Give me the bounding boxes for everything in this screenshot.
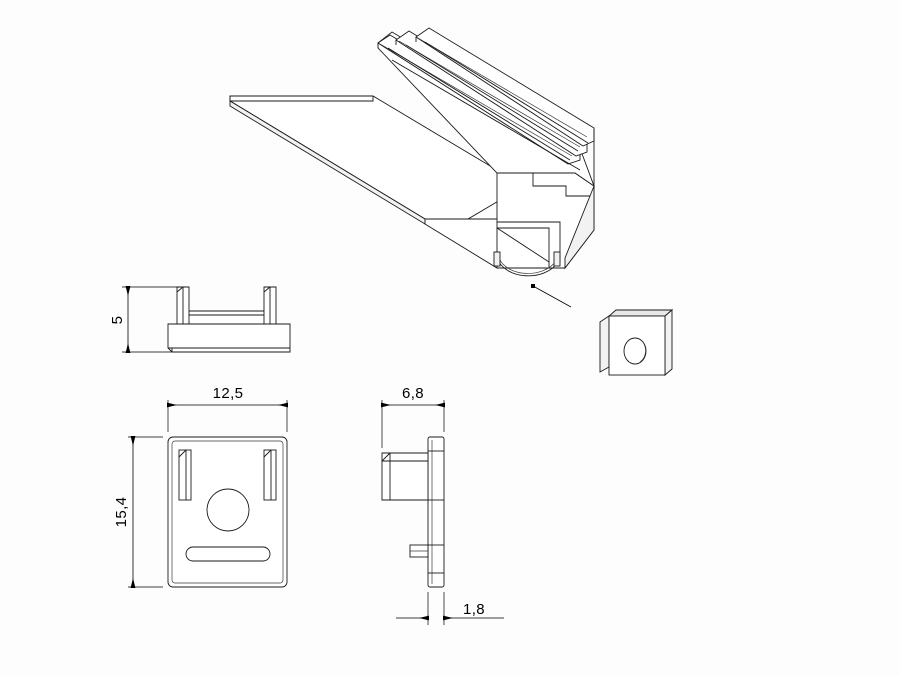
profile-fin-valley-1 xyxy=(387,47,571,161)
dim-label-18: 1,8 xyxy=(463,601,485,618)
profile-fin-valley-2 xyxy=(405,44,579,152)
endcap-side-plate xyxy=(427,436,445,588)
endcap-profile-tab-left-chamfer xyxy=(176,286,184,293)
profile-fin-2-crease xyxy=(398,40,581,148)
profile-channel-wall-b xyxy=(497,221,561,262)
profile-fin-2 xyxy=(395,30,588,157)
profile-body-front-face xyxy=(496,172,595,269)
endcap-front-oblong-slot xyxy=(185,546,271,562)
profile-lens-clip-right xyxy=(553,251,561,267)
endcap-front-slot-left xyxy=(178,449,192,501)
leader-line xyxy=(532,285,572,308)
endcap-front-slot-right xyxy=(263,449,277,501)
profile-heatsink-fins xyxy=(377,27,595,188)
endcap-iso-top-face xyxy=(607,309,674,317)
endcap-iso-right-face xyxy=(664,309,673,376)
dim-label-5: 5 xyxy=(109,316,126,325)
endcap-front-slot-right-chamfer xyxy=(263,449,272,458)
profile-fin-valley-3 xyxy=(424,41,589,144)
endcap-side-boss xyxy=(381,452,429,501)
profile-channel-diagonal xyxy=(496,227,550,263)
endcap-front-slot-left-chamfer xyxy=(178,449,187,458)
endcap-profile-inner-block xyxy=(185,310,273,325)
view-endcap-front: 12,5 15,4 xyxy=(113,385,288,588)
endcap-front-hole xyxy=(206,488,250,532)
profile-wing-back-edge xyxy=(230,96,374,102)
endcap-iso-hole xyxy=(623,337,647,365)
profile-slope-crease xyxy=(391,59,581,171)
endcap-profile-tab-right-chamfer xyxy=(263,286,271,293)
endcap-iso-hole-shade xyxy=(639,343,646,363)
endcap-iso-tab xyxy=(599,315,610,373)
view-isometric-assembly xyxy=(229,27,595,308)
profile-body-step xyxy=(532,170,594,197)
dim-label-154: 15,4 xyxy=(113,497,130,528)
endcap-front-body-inner xyxy=(171,440,284,584)
profile-channel-wall-a xyxy=(497,227,550,268)
profile-fin-3-crease xyxy=(417,37,588,138)
profile-diffuser-lens-inner xyxy=(498,257,557,274)
leader-to-endcap xyxy=(531,284,572,308)
view-endcap-isometric xyxy=(599,309,674,376)
dim-label-68: 6,8 xyxy=(402,385,424,402)
view-endcap-side: 6,8 1,8 xyxy=(381,385,504,625)
dim-label-125: 12,5 xyxy=(213,385,244,402)
profile-lens-clip-left xyxy=(493,251,501,267)
leader-dot xyxy=(531,284,535,288)
profile-end-face-right xyxy=(564,185,595,270)
view-endcap-profile: 5 xyxy=(109,286,291,353)
endcap-side-boss-chamfer xyxy=(381,452,391,462)
